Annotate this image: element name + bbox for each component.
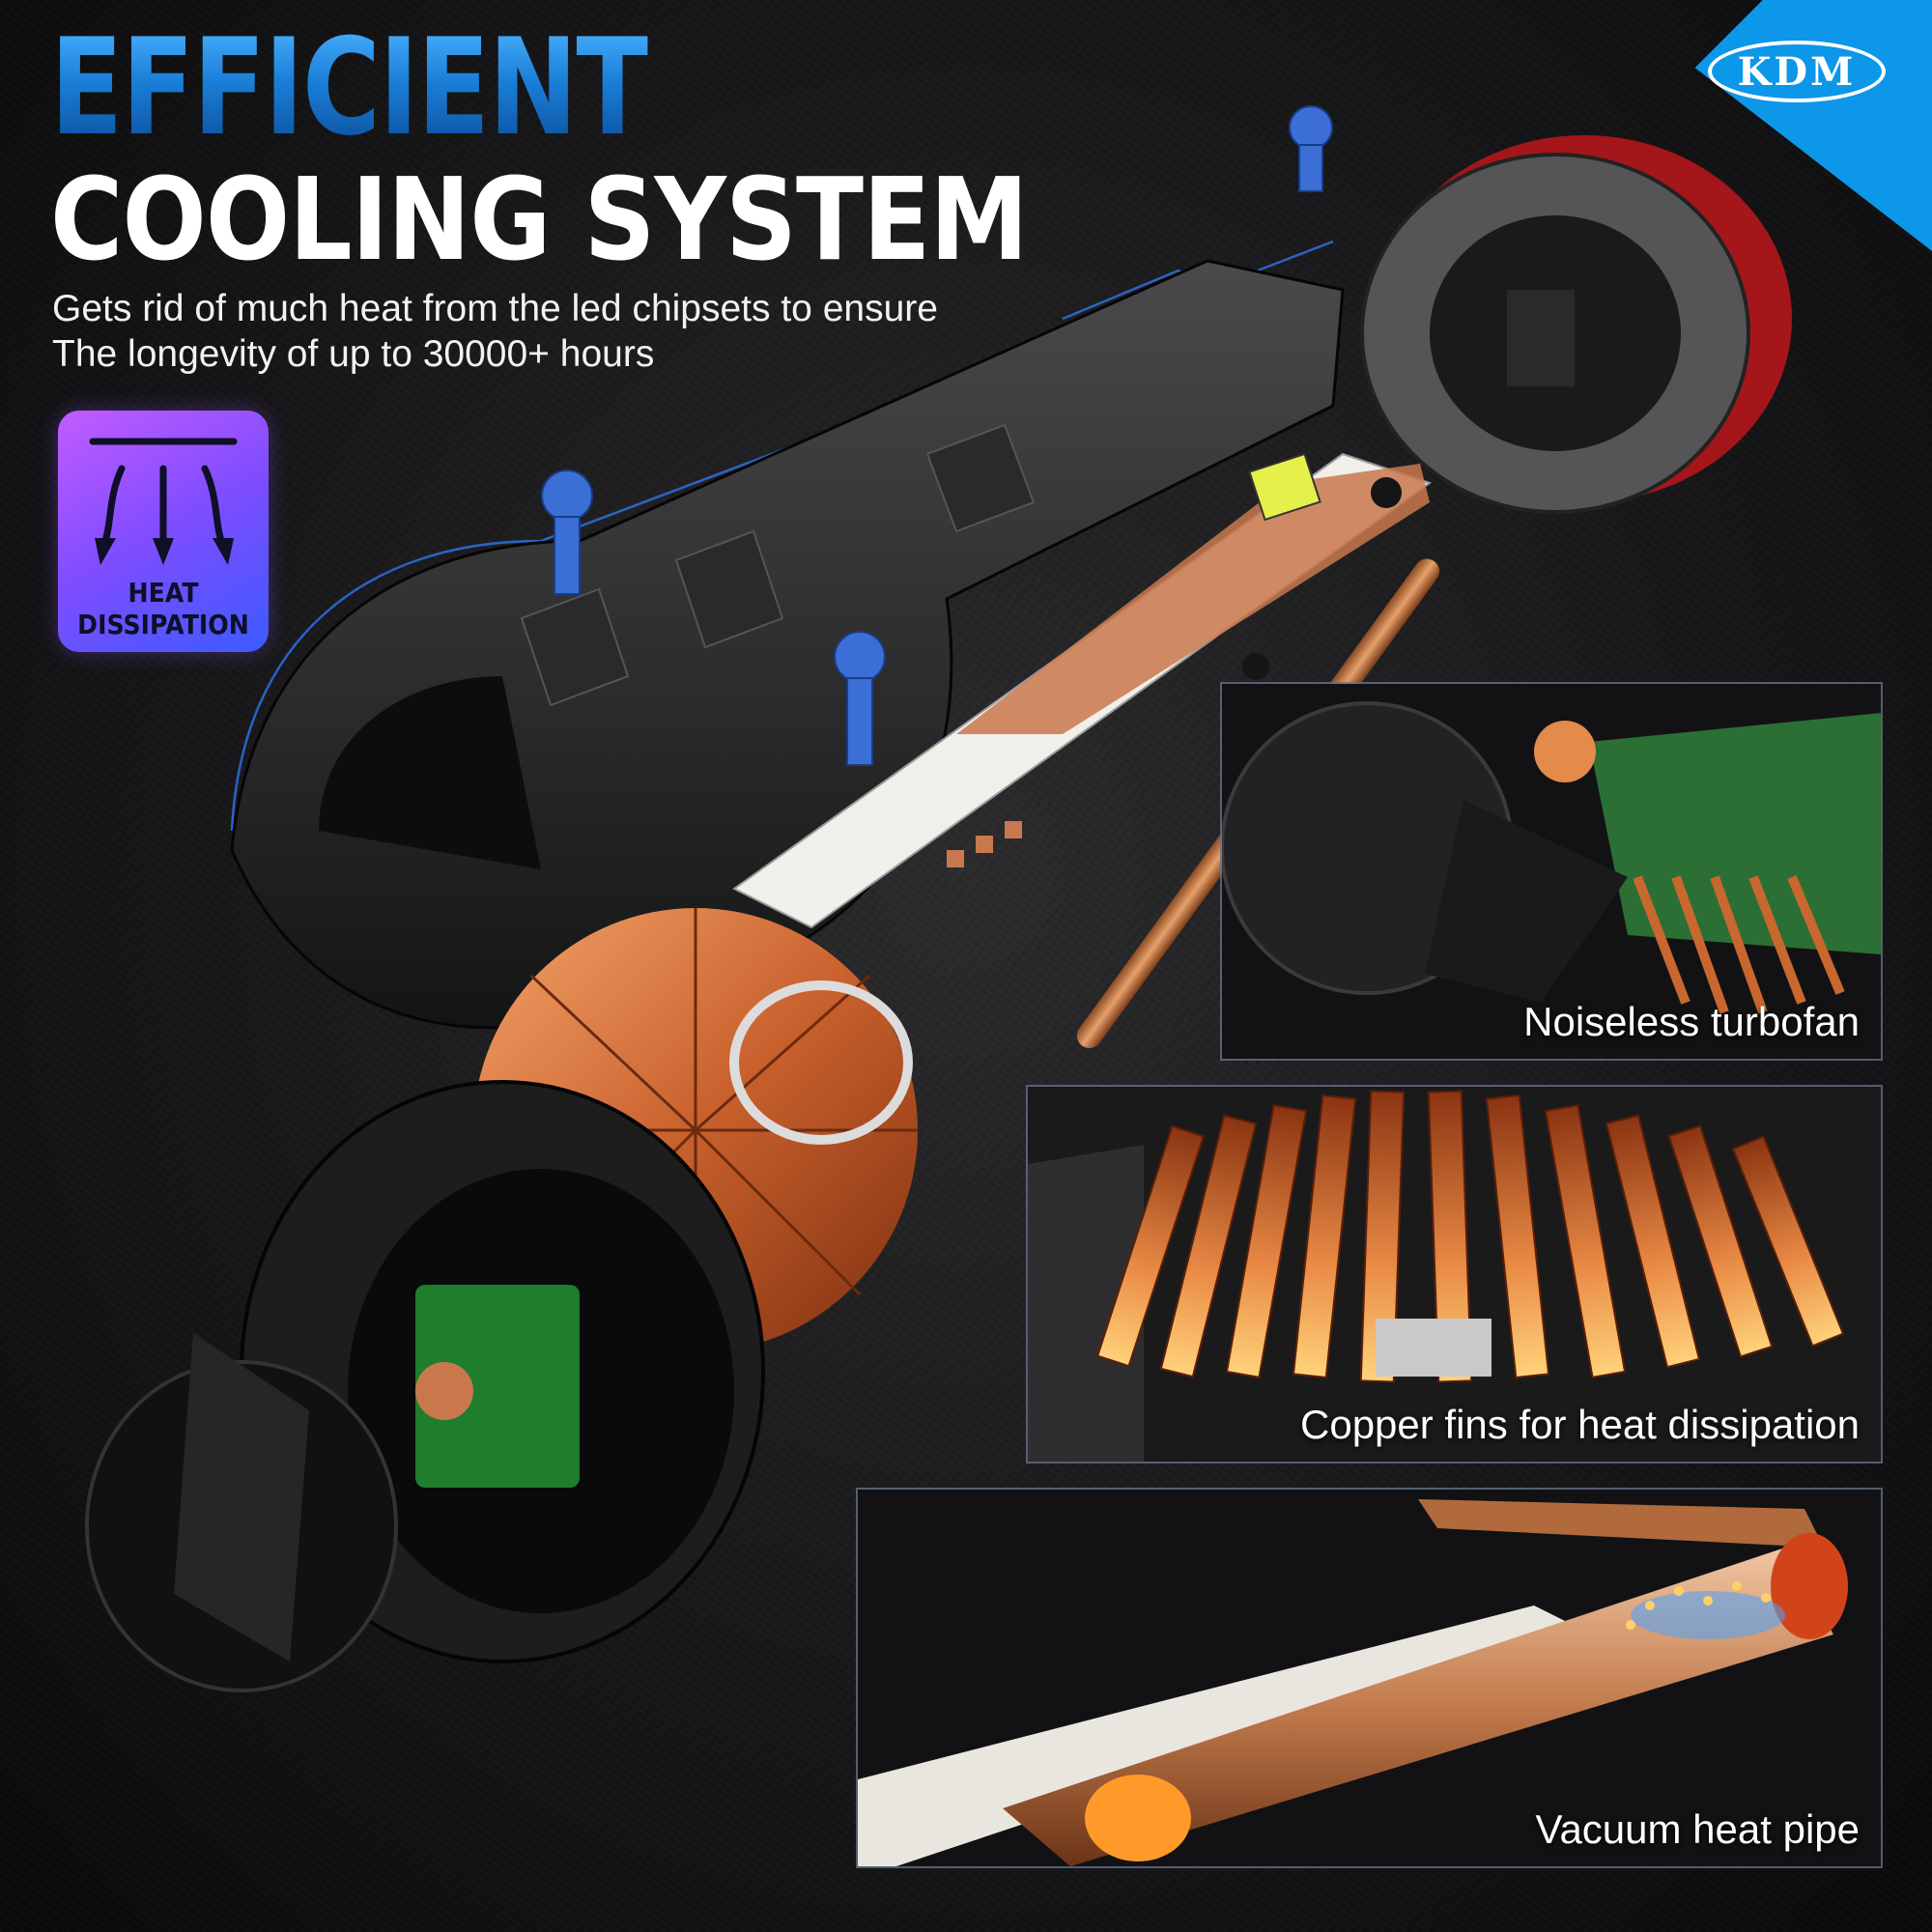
subtitle-line-2: The longevity of up to 30000+ hours xyxy=(52,333,655,375)
panel-caption-heat-pipe: Vacuum heat pipe xyxy=(1535,1806,1860,1852)
copper-fins-closeup-image xyxy=(1028,1087,1881,1462)
panel-caption-copper-fins: Copper fins for heat dissipation xyxy=(1300,1402,1860,1447)
fan-assembly xyxy=(85,1080,765,1692)
badge-label-line-1: HEAT xyxy=(128,577,199,609)
brand-logo-text: KDM xyxy=(1737,48,1857,95)
panel-copper-fins: Copper fins for heat dissipation xyxy=(1026,1085,1883,1463)
subtitle: Gets rid of much heat from the led chips… xyxy=(52,286,1211,377)
brand-logo: KDM xyxy=(1708,41,1886,102)
headline-efficient: EFFICIENT xyxy=(50,10,649,165)
panel-vacuum-heat-pipe: Vacuum heat pipe xyxy=(856,1488,1883,1868)
headline-cooling-system: COOLING SYSTEM xyxy=(50,153,1029,286)
badge-label: HEAT DISSIPATION xyxy=(69,577,258,640)
led-board xyxy=(732,452,1433,929)
screws xyxy=(541,105,1333,766)
subtitle-line-1: Gets rid of much heat from the led chips… xyxy=(52,288,938,329)
heat-pipe-closeup-image xyxy=(858,1490,1881,1866)
panel-caption-turbofan: Noiseless turbofan xyxy=(1523,999,1860,1044)
badge-label-line-2: DISSIPATION xyxy=(77,609,249,640)
heat-dissipation-badge: HEAT DISSIPATION xyxy=(58,411,269,652)
turbofan-closeup-image xyxy=(1222,684,1881,1059)
panel-noiseless-turbofan: Noiseless turbofan xyxy=(1220,682,1883,1061)
socket-ring xyxy=(1360,135,1792,514)
heat-dissipation-arrows-icon xyxy=(89,438,238,565)
black-housing xyxy=(230,259,1345,1030)
